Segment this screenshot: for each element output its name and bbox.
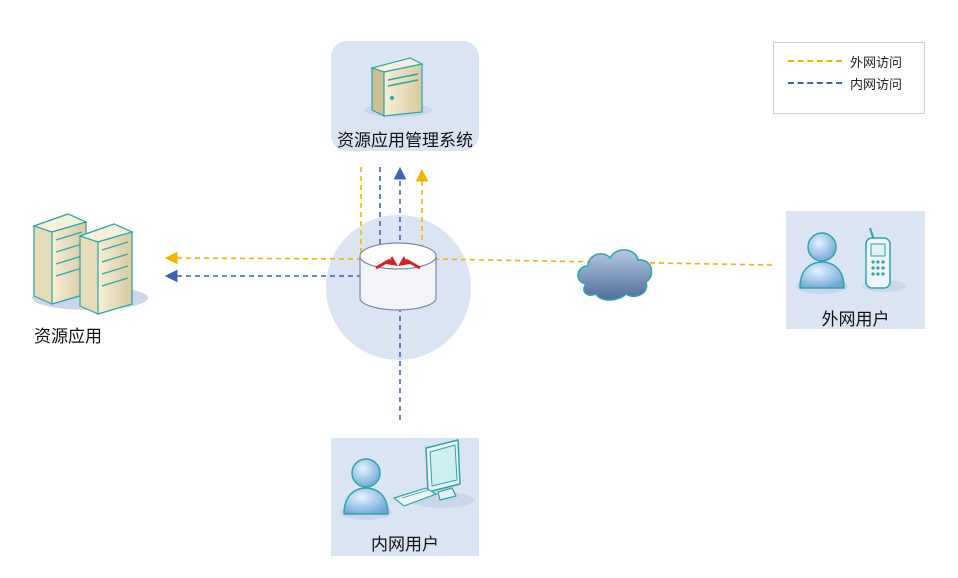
- legend-swatch-external: [788, 60, 842, 62]
- legend-item-external: 外网访问: [788, 52, 903, 71]
- management-system-label: 资源应用管理系统: [337, 131, 473, 151]
- external-user-label: 外网用户: [821, 310, 890, 330]
- cloud-icon: [577, 249, 653, 301]
- legend-label-external: 外网访问: [850, 55, 903, 71]
- resource-app-label: 资源应用: [34, 327, 102, 347]
- legend-swatch-internal: [788, 82, 842, 84]
- legend-item-internal: 内网访问: [788, 74, 903, 93]
- external-access-lines: [164, 167, 773, 266]
- legend-label-internal: 内网访问: [850, 77, 903, 93]
- router-icon: [359, 242, 437, 311]
- server-rack-icon: [32, 213, 148, 315]
- user-icon: [796, 232, 848, 294]
- legend: 外网访问 内网访问: [773, 42, 925, 114]
- internal-user-label: 内网用户: [371, 535, 439, 555]
- desktop-computer-icon: [392, 439, 474, 508]
- mobile-phone-icon: [862, 227, 906, 292]
- user-icon: [340, 458, 392, 520]
- server-icon: [364, 57, 432, 117]
